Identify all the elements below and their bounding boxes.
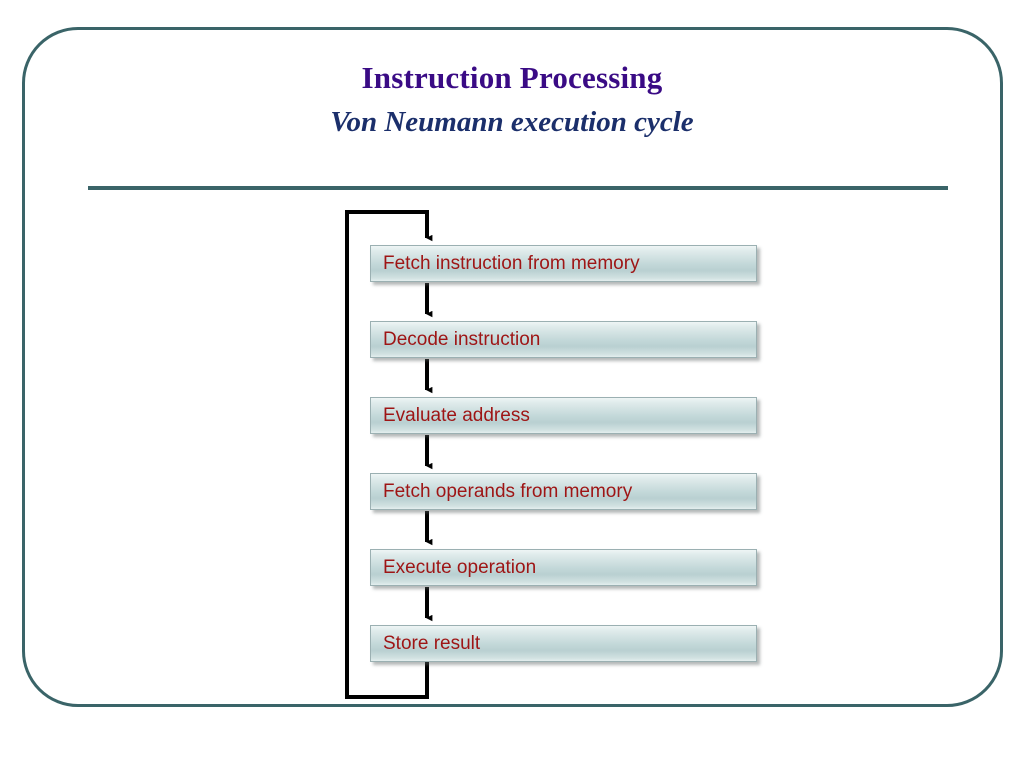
flow-step-evaluate-address: Evaluate address [370,397,757,434]
flow-step-fetch-operands: Fetch operands from memory [370,473,757,510]
flow-step-store-result: Store result [370,625,757,662]
flow-step-label: Decode instruction [383,328,541,350]
flow-step-fetch-instruction: Fetch instruction from memory [370,245,757,282]
flow-step-label: Fetch operands from memory [383,480,633,502]
flow-step-label: Store result [383,632,481,654]
flow-step-execute-operation: Execute operation [370,549,757,586]
title-divider [88,186,948,190]
slide-frame [22,27,1003,707]
flow-step-label: Fetch instruction from memory [383,252,640,274]
flow-step-label: Execute operation [383,556,537,578]
flow-step-label: Evaluate address [383,404,530,426]
flow-step-decode-instruction: Decode instruction [370,321,757,358]
